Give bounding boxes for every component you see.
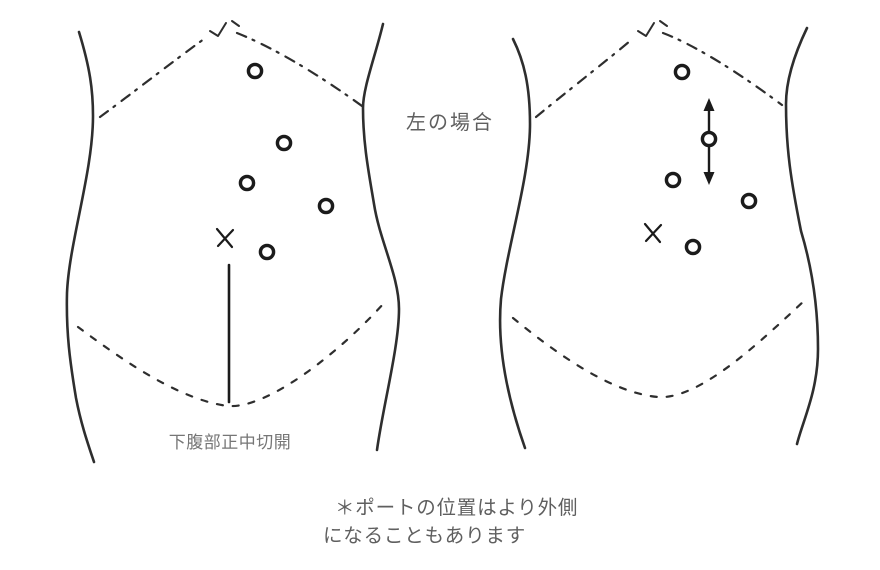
left-figure-body-left-edge — [65, 30, 96, 464]
right-figure-xiphoid-notch — [637, 20, 668, 37]
left-figure-marks — [215, 62, 335, 404]
incision-label: 下腹部正中切開 — [169, 433, 292, 453]
footnote-line-1: ＊ポートの位置はより外側 — [335, 496, 578, 519]
left-figure-xiphoid-notch — [209, 20, 240, 37]
right-figure-body-right-edge — [784, 26, 820, 446]
port-circle — [664, 171, 682, 189]
right-figure-marks — [643, 63, 758, 256]
arrow-head-up-icon — [703, 98, 715, 111]
port-circle — [684, 238, 702, 256]
right-figure-outline — [498, 20, 820, 450]
left-figure-body-right-edge — [361, 22, 401, 452]
port-circle — [700, 130, 718, 148]
port-circle — [275, 134, 293, 152]
right-figure-costal-margin-right — [661, 31, 784, 107]
port-circle — [246, 62, 264, 80]
footnote-line-2: になることもあります — [323, 524, 526, 547]
port-circle — [317, 197, 335, 215]
left-figure-costal-margin-left — [98, 37, 206, 119]
port-circle — [258, 243, 276, 261]
right-figure-pelvic-line — [511, 299, 806, 399]
x-mark — [643, 222, 663, 244]
x-mark — [215, 227, 235, 249]
caption-left-case: 左の場合 — [406, 110, 494, 134]
left-figure-pelvic-line — [76, 301, 386, 408]
right-figure-costal-margin-left — [534, 39, 632, 119]
arrow-head-down-icon — [703, 172, 715, 185]
left-figure-costal-margin-right — [235, 31, 364, 108]
port-circle — [238, 174, 256, 192]
port-circle — [673, 63, 691, 81]
right-figure-body-left-edge — [498, 37, 532, 450]
port-circle — [740, 192, 758, 210]
left-figure-outline — [65, 20, 401, 464]
